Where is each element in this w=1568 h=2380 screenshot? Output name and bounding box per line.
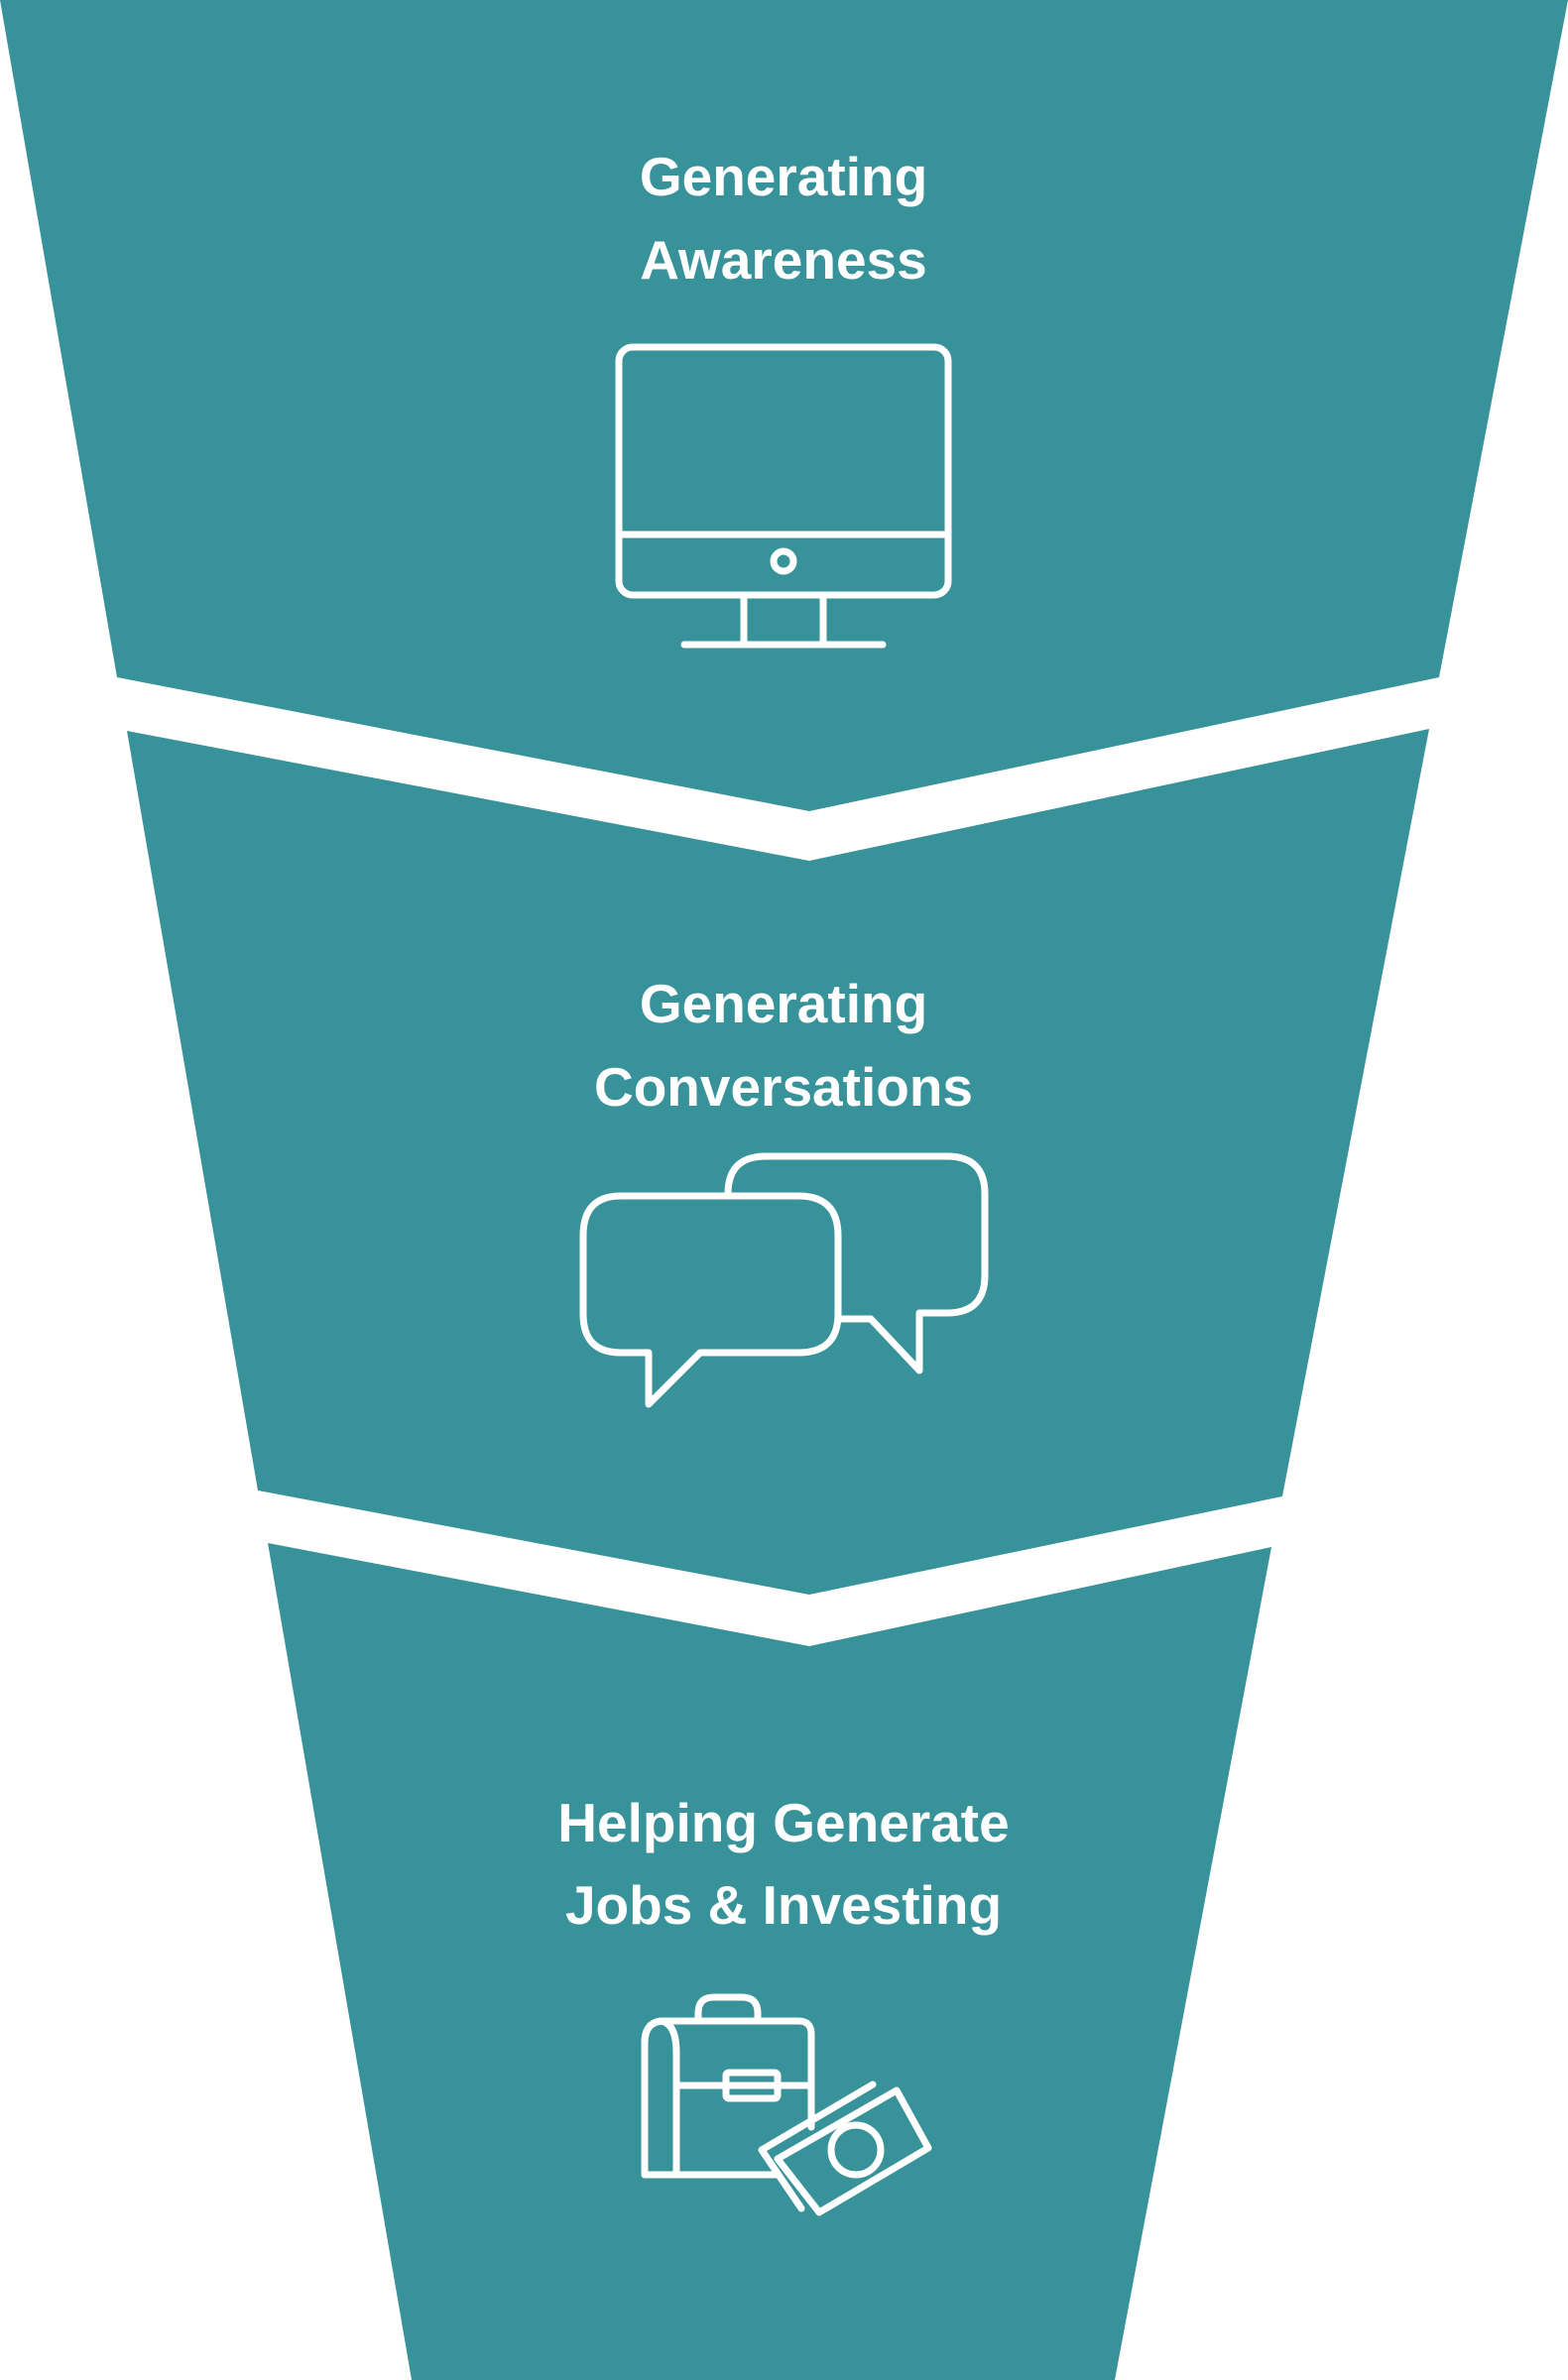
funnel-stage-awareness: Generating Awareness bbox=[0, 0, 1568, 811]
funnel-segment-3 bbox=[268, 1543, 1271, 2380]
funnel-stage-jobs-investing: Helping Generate Jobs & Investing bbox=[268, 1543, 1271, 2380]
stage-1-label-line-2: Awareness bbox=[640, 229, 926, 291]
stage-1-label-line-1: Generating bbox=[640, 146, 927, 207]
stage-2-label-line-2: Conversations bbox=[594, 1056, 973, 1118]
funnel-segment-2 bbox=[127, 729, 1429, 1595]
monitor-icon bbox=[615, 343, 952, 649]
stage-2-label-line-1: Generating bbox=[640, 973, 927, 1034]
speech-bubbles-icon bbox=[579, 1152, 989, 1408]
briefcase-money-icon bbox=[641, 1993, 932, 2216]
funnel-segment-1 bbox=[0, 0, 1568, 811]
funnel-stage-conversations: Generating Conversations bbox=[127, 729, 1429, 1595]
stage-3-label-line-1: Helping Generate bbox=[557, 1792, 1009, 1853]
stage-3-label-line-2: Jobs & Investing bbox=[565, 1874, 1002, 1936]
